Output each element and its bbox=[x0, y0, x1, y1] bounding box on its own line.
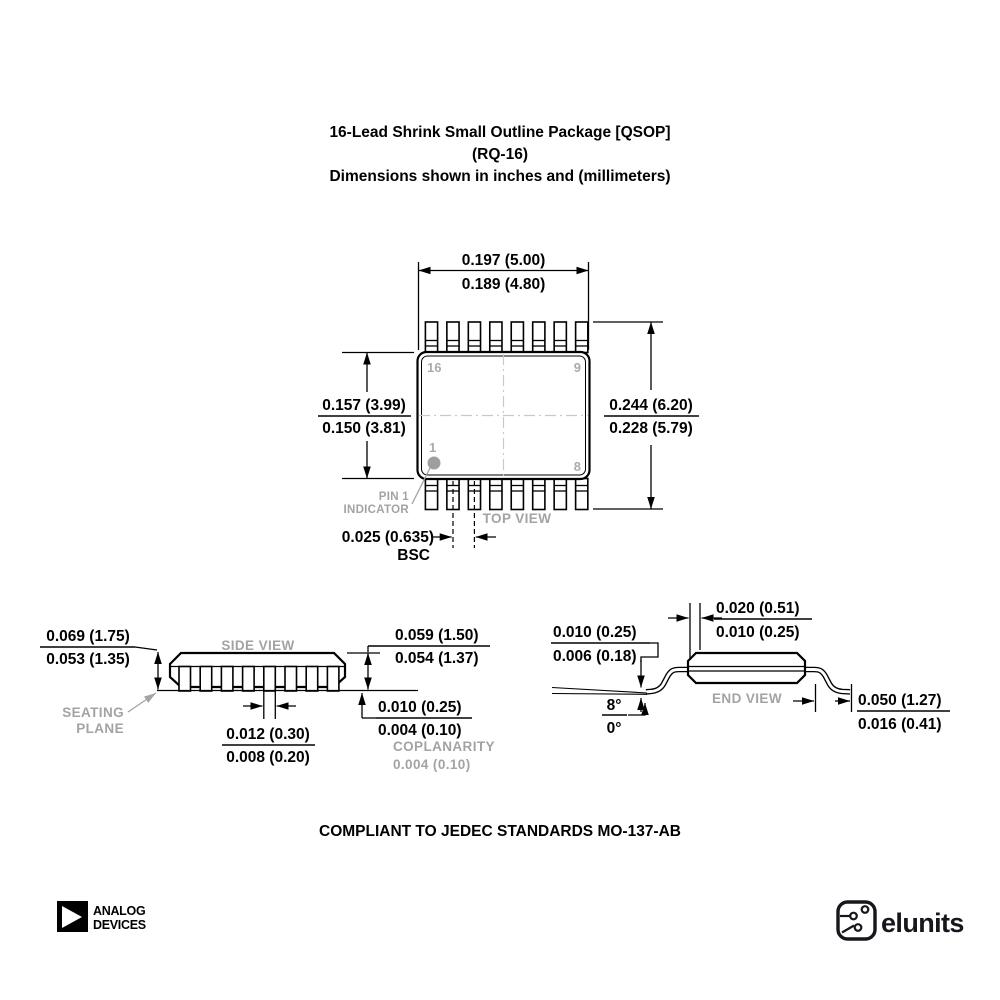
top-view-pins-upper bbox=[424, 321, 589, 354]
dim-foot-length: 0.050 (1.27) 0.016 (0.41) bbox=[793, 684, 950, 733]
dim-body-length: 0.157 (3.99) 0.150 (3.81) bbox=[318, 351, 414, 480]
dim-overall-height-max: 0.069 (1.75) bbox=[46, 628, 130, 645]
pin bbox=[553, 477, 568, 511]
side-view-label: SIDE VIEW bbox=[221, 638, 294, 653]
dim-body-length-max: 0.157 (3.99) bbox=[322, 397, 406, 414]
dim-body-length-min: 0.150 (3.81) bbox=[322, 420, 406, 437]
pin1-indicator-dot bbox=[427, 456, 441, 470]
dim-body-height: 0.059 (1.50) 0.054 (1.37) bbox=[347, 627, 490, 690]
pin bbox=[199, 665, 213, 692]
top-view-pins-lower bbox=[424, 477, 589, 511]
dim-lead-width-max: 0.012 (0.30) bbox=[226, 726, 310, 743]
pin bbox=[488, 477, 503, 511]
dim-lead-pitch-value: 0.025 (0.635) bbox=[342, 529, 434, 546]
coplanarity-label: COPLANARITY bbox=[393, 739, 495, 754]
adi-logo-triangle-icon bbox=[62, 906, 82, 928]
end-body-outline bbox=[686, 651, 807, 685]
title-block: 16-Lead Shrink Small Outline Package [QS… bbox=[329, 124, 670, 185]
pin bbox=[305, 665, 319, 692]
pin bbox=[284, 665, 298, 692]
dim-overall-height: 0.069 (1.75) 0.053 (1.35) bbox=[40, 628, 162, 690]
pin1-indicator-callout: PIN 1 INDICATOR bbox=[343, 467, 431, 516]
pin1-indicator-label-line2: INDICATOR bbox=[343, 504, 409, 516]
elunits-wordmark: elunits bbox=[881, 908, 964, 938]
pin bbox=[574, 477, 589, 511]
pin bbox=[488, 321, 503, 354]
dim-body-width-max: 0.197 (5.00) bbox=[462, 252, 546, 269]
dim-foot-length-min: 0.016 (0.41) bbox=[858, 716, 942, 733]
dim-standoff-max: 0.010 (0.25) bbox=[378, 699, 462, 716]
end-view-label: END VIEW bbox=[712, 691, 782, 706]
pin bbox=[220, 665, 234, 692]
top-view-label: TOP VIEW bbox=[483, 511, 552, 526]
dim-lead-width: 0.012 (0.30) 0.008 (0.20) bbox=[222, 691, 315, 766]
side-view: SIDE VIEW 0.069 (1.75) 0.053 (1.35) SEAT… bbox=[40, 627, 495, 772]
pin bbox=[553, 321, 568, 354]
top-view: 16 9 1 8 0.197 (5.00) 0.189 (4.80) 0.157… bbox=[318, 252, 699, 564]
pin bbox=[510, 321, 525, 354]
end-view: END VIEW 0.020 (0.51) 0.010 (0.25) 0.010… bbox=[551, 600, 950, 737]
units-note: Dimensions shown in inches and (millimet… bbox=[329, 168, 670, 185]
dim-standoff-min: 0.004 (0.10) bbox=[378, 722, 462, 739]
pin bbox=[467, 321, 482, 354]
pin bbox=[178, 665, 192, 692]
adi-logo-text-line2: DEVICES bbox=[93, 918, 146, 932]
pin bbox=[531, 321, 546, 354]
package-code: (RQ-16) bbox=[472, 146, 528, 163]
pin bbox=[326, 665, 340, 692]
dim-foot-thickness: 0.010 (0.25) 0.006 (0.18) bbox=[551, 624, 659, 712]
pin bbox=[424, 477, 439, 511]
pin-number-8: 8 bbox=[574, 459, 581, 474]
dim-body-width-min: 0.189 (4.80) bbox=[462, 276, 546, 293]
coplanarity-value: 0.004 (0.10) bbox=[393, 757, 471, 772]
seating-plane-callout: SEATING PLANE bbox=[62, 692, 157, 736]
dim-lead-thickness-max: 0.020 (0.51) bbox=[716, 600, 800, 617]
seating-plane-label-line1: SEATING bbox=[62, 705, 124, 720]
pin-number-9: 9 bbox=[574, 360, 581, 375]
elunits-logo: elunits bbox=[836, 900, 964, 941]
dim-body-height-max: 0.059 (1.50) bbox=[395, 627, 479, 644]
pin bbox=[446, 321, 460, 354]
dim-lead-thickness: 0.020 (0.51) 0.010 (0.25) bbox=[668, 600, 812, 660]
adi-logo-text-line1: ANALOG bbox=[93, 904, 145, 918]
dim-overall-height-min: 0.053 (1.35) bbox=[46, 651, 130, 668]
dim-body-width: 0.197 (5.00) 0.189 (4.80) bbox=[417, 252, 590, 350]
dim-foot-angle-max: 8° bbox=[607, 697, 622, 714]
pin bbox=[510, 477, 525, 511]
dim-body-height-min: 0.054 (1.37) bbox=[395, 650, 479, 667]
pin bbox=[241, 665, 255, 692]
pin1-indicator-label-line1: PIN 1 bbox=[379, 491, 410, 503]
dim-foot-length-max: 0.050 (1.27) bbox=[858, 692, 942, 709]
pin-number-16: 16 bbox=[427, 360, 441, 375]
coplanarity-note: COPLANARITY 0.004 (0.10) bbox=[393, 739, 495, 772]
dim-foot-angle-min: 0° bbox=[607, 720, 622, 737]
dim-foot-thickness-max: 0.010 (0.25) bbox=[553, 624, 637, 641]
dim-foot-angle: 8° 0° bbox=[602, 697, 649, 737]
jedec-compliance-note: COMPLIANT TO JEDEC STANDARDS MO-137-AB bbox=[319, 823, 681, 840]
dim-overall-width: 0.244 (6.20) 0.228 (5.79) bbox=[593, 321, 699, 510]
pin bbox=[574, 321, 589, 354]
dim-foot-thickness-min: 0.006 (0.18) bbox=[553, 648, 637, 665]
dim-lead-width-min: 0.008 (0.20) bbox=[226, 749, 310, 766]
package-title: 16-Lead Shrink Small Outline Package [QS… bbox=[329, 124, 670, 141]
pin bbox=[531, 477, 546, 511]
side-body-outline bbox=[168, 651, 347, 689]
pin bbox=[424, 321, 439, 354]
elunits-circuit-icon bbox=[836, 900, 877, 941]
dim-overall-width-min: 0.228 (5.79) bbox=[609, 420, 693, 437]
dim-standoff: 0.010 (0.25) 0.004 (0.10) bbox=[358, 693, 472, 739]
pin-number-1: 1 bbox=[429, 440, 436, 455]
dim-lead-pitch-qualifier: BSC bbox=[397, 547, 430, 564]
pin bbox=[262, 665, 277, 692]
dim-overall-width-max: 0.244 (6.20) bbox=[609, 397, 693, 414]
dim-lead-pitch: 0.025 (0.635) BSC bbox=[342, 481, 496, 564]
seating-plane-label-line2: PLANE bbox=[76, 721, 124, 736]
analog-devices-logo: ANALOG DEVICES bbox=[57, 901, 146, 932]
dim-lead-thickness-min: 0.010 (0.25) bbox=[716, 624, 800, 641]
